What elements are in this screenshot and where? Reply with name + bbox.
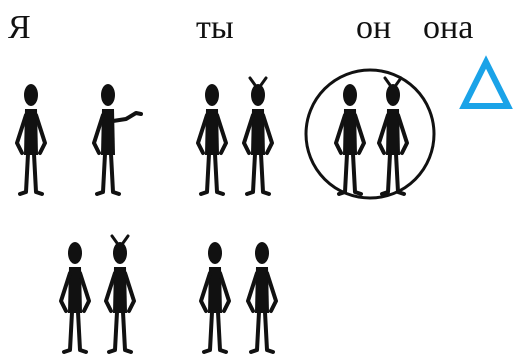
figure-pair-ty (198, 78, 272, 194)
figure-ya (17, 84, 45, 194)
figure-pointing (94, 84, 141, 194)
figure-pair-bottom-right (201, 242, 276, 352)
triangle-icon (464, 62, 508, 106)
circle-outline (306, 70, 434, 198)
figure-pair-bottom-left (61, 236, 134, 352)
figure-pair-circled (306, 70, 434, 198)
